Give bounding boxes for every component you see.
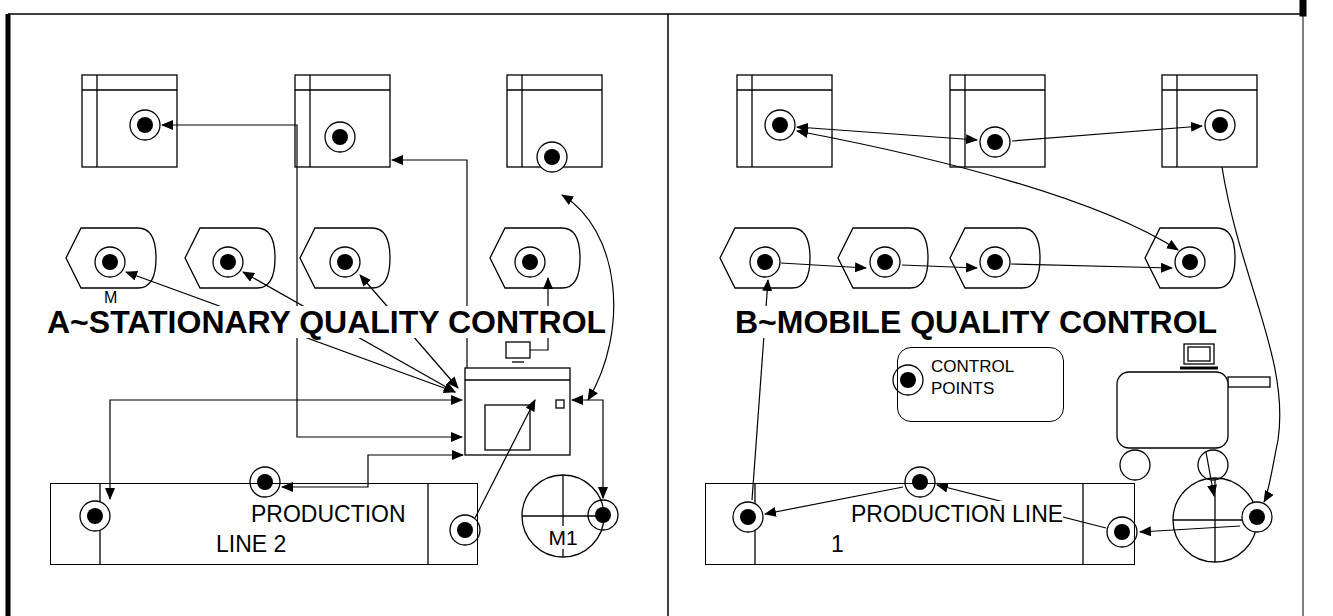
panel-title: A~STATIONARY QUALITY CONTROL xyxy=(47,306,606,338)
node-label: M1 xyxy=(546,526,579,549)
work-station xyxy=(1145,228,1235,288)
control-dot xyxy=(80,501,110,531)
machine-box xyxy=(1162,75,1257,167)
line-dividers xyxy=(100,483,1083,565)
control-dot xyxy=(330,247,360,277)
machine-box xyxy=(950,75,1045,167)
text-patch: PRODUCTION LINE 1 xyxy=(831,501,1063,557)
work-station xyxy=(185,228,275,288)
machine-box xyxy=(507,75,602,167)
work-station xyxy=(720,228,810,288)
node-label: PRODUCTION LINE 1 xyxy=(831,500,1071,560)
work-station xyxy=(66,228,156,288)
control-dot xyxy=(537,142,567,172)
panel-title: B~MOBILE QUALITY CONTROL xyxy=(735,306,1217,338)
work-station xyxy=(300,228,390,288)
machine-mark: M xyxy=(104,290,117,306)
control-dot xyxy=(905,467,935,497)
computer-station xyxy=(465,342,570,455)
control-dot xyxy=(980,127,1010,157)
work-station xyxy=(838,228,928,288)
control-dot xyxy=(1107,517,1137,547)
control-dot xyxy=(1205,110,1235,140)
control-dot xyxy=(733,502,763,532)
machine-box xyxy=(295,75,390,167)
control-dot xyxy=(95,247,125,277)
equipment-shapes xyxy=(66,75,1257,288)
control-dot xyxy=(1242,502,1272,532)
legend-box: CONTROL POINTS xyxy=(897,347,1064,422)
control-dot xyxy=(250,467,280,497)
frame xyxy=(8,0,1306,616)
control-dot xyxy=(450,515,480,545)
control-dot xyxy=(130,110,160,140)
control-dot xyxy=(213,247,243,277)
control-dot xyxy=(515,247,545,277)
work-station xyxy=(490,228,580,288)
production-line: PRODUCTION LINE 2 xyxy=(50,483,478,565)
production-line: PRODUCTION LINE 1 xyxy=(705,483,1135,565)
control-dot xyxy=(750,247,780,277)
control-dot xyxy=(1175,247,1205,277)
control-dot xyxy=(325,122,355,152)
control-dot xyxy=(870,247,900,277)
text-patch: PRODUCTION LINE 2 xyxy=(216,501,406,557)
node-label: CONTROL POINTS xyxy=(931,356,1031,400)
mobile-cart xyxy=(1117,344,1270,480)
machine-circle: M1 xyxy=(521,474,605,558)
node-label: PRODUCTION LINE 2 xyxy=(216,500,446,560)
work-station xyxy=(950,228,1040,288)
machine-box xyxy=(737,75,832,167)
control-dot xyxy=(765,110,795,140)
machine-box xyxy=(82,75,177,167)
control-dot xyxy=(980,247,1010,277)
